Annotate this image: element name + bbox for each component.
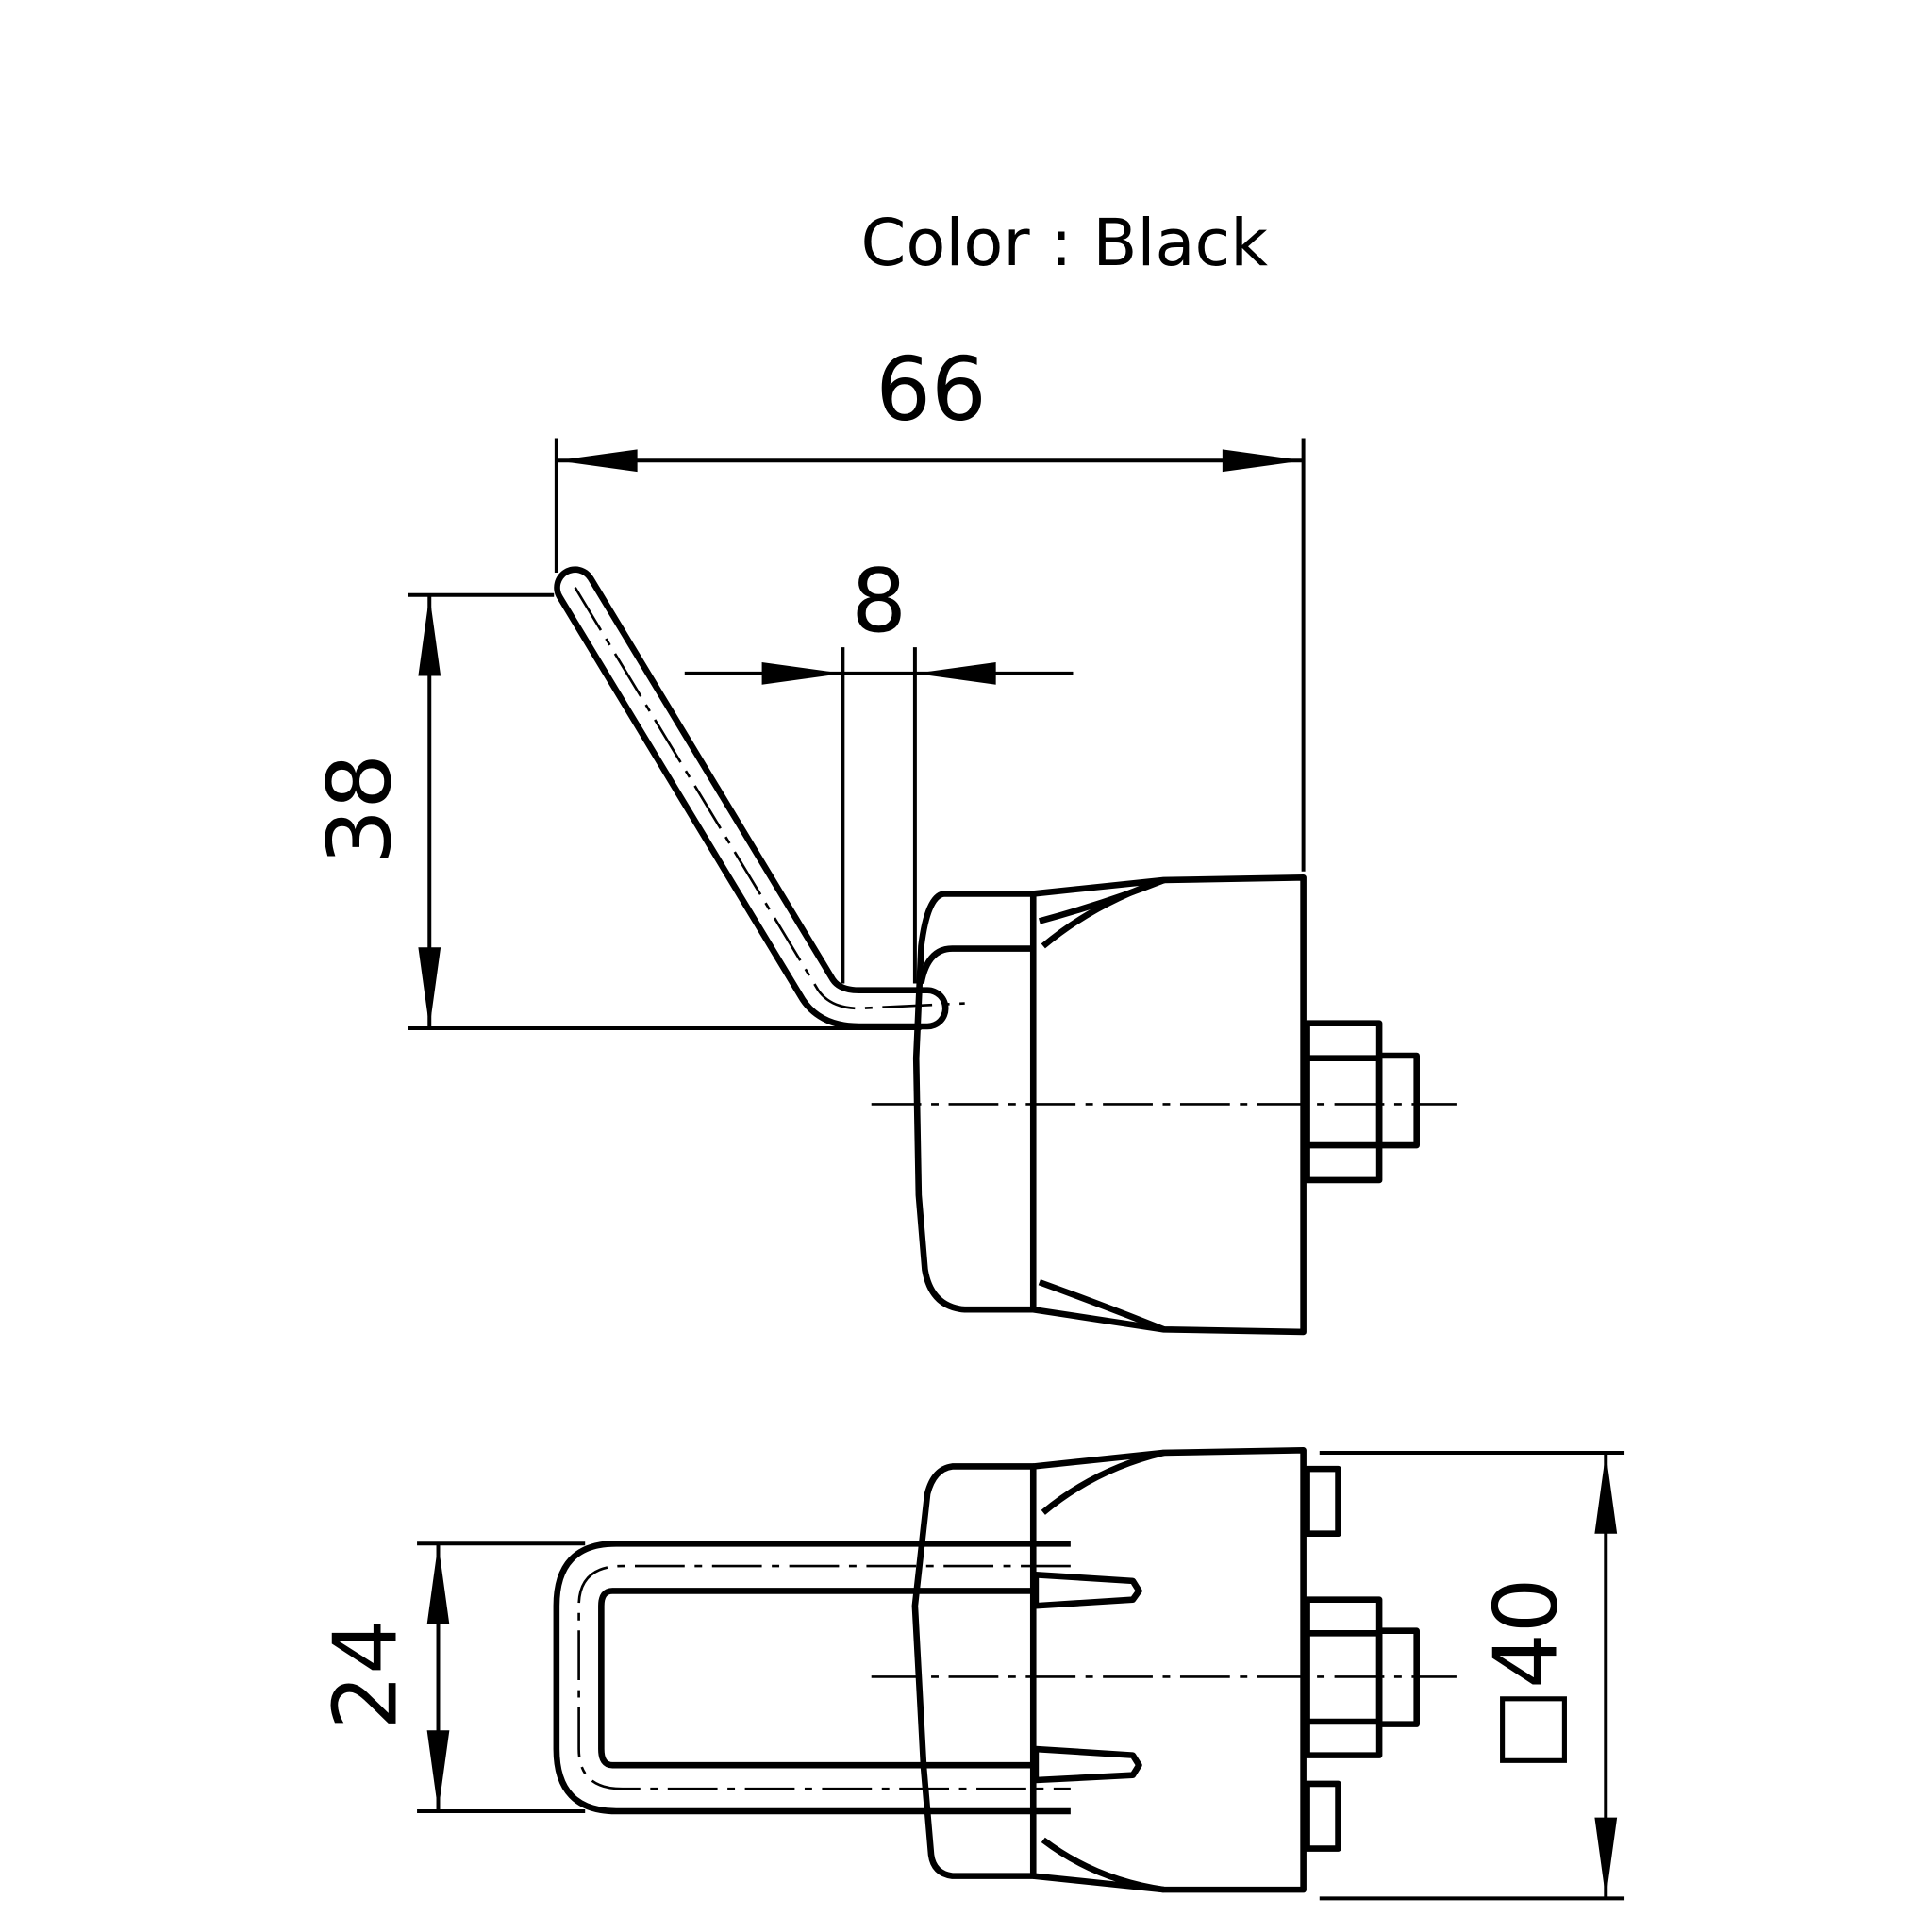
dimension-24-label: 24 <box>315 1619 417 1730</box>
dimension-66: 66 <box>554 339 1306 872</box>
side-view: 66 8 38 <box>308 339 1457 1336</box>
dimension-66-label: 66 <box>875 339 987 441</box>
dimension-40-label: □40 <box>1474 1577 1576 1771</box>
dimension-38: 38 <box>308 592 922 1030</box>
dimension-8: 8 <box>684 550 1074 984</box>
lock-body <box>871 874 1457 1336</box>
dimension-40: □40 <box>1319 1450 1625 1901</box>
dimension-24: 24 <box>315 1541 586 1813</box>
u-handle <box>553 1540 1071 1815</box>
dimension-8-label: 8 <box>851 550 907 652</box>
lock-body-top <box>871 1447 1457 1893</box>
lever-handle <box>554 566 965 1030</box>
top-view: 24 □40 <box>315 1447 1625 1901</box>
color-label: Color : Black <box>860 206 1268 281</box>
dimension-38-label: 38 <box>308 754 410 865</box>
